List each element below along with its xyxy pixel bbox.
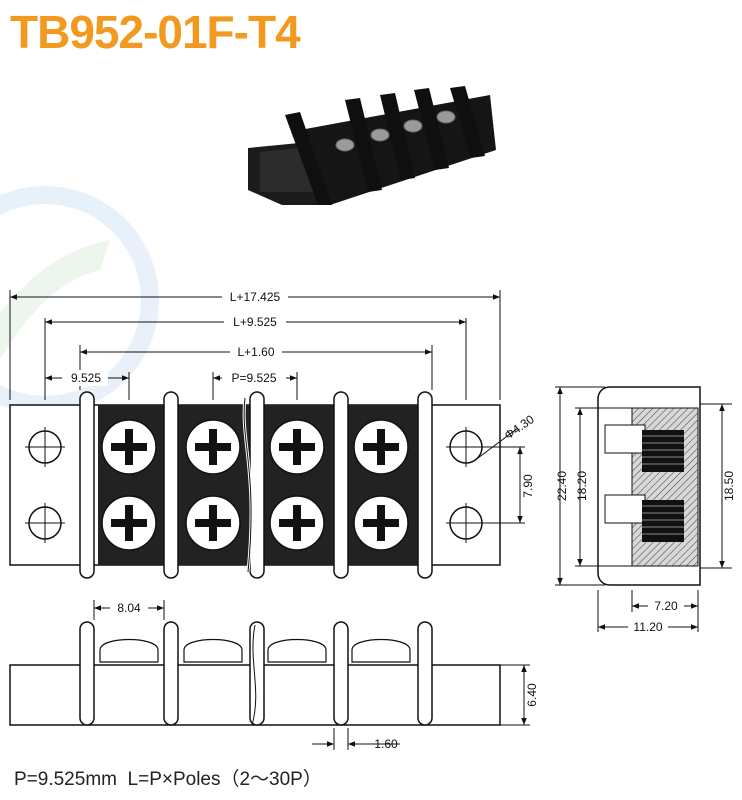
dim-height-7-90: 7.90 (521, 474, 535, 498)
dim-height-6-40: 6.40 (525, 683, 539, 707)
dim-width-8-04: 8.04 (117, 601, 141, 615)
dim-pitch: P=9.525 (231, 371, 276, 385)
dim-gap-1-60: 1.60 (374, 737, 398, 751)
pitch-formula-note: P=9.525mm L=P×Poles（2～30P） (14, 769, 322, 790)
dim-height-18-50: 18.50 (722, 471, 736, 501)
cross-section-view (597, 386, 701, 586)
dim-l-plus-9-525: L+9.525 (233, 315, 277, 329)
product-title: TB952-01F-T4 (10, 6, 301, 58)
dim-width-11-20: 11.20 (633, 620, 662, 634)
dim-hole-diameter: Φ4.30 (502, 412, 537, 443)
dim-pitch-left: 9.525 (71, 371, 101, 385)
dimension-annotations: L+17.425 L+9.525 L+1.60 9.525 P=9.525 Φ4… (9, 289, 736, 751)
product-photo (248, 86, 496, 205)
top-view (9, 391, 501, 579)
dim-width-7-20: 7.20 (654, 599, 678, 613)
dim-l-plus-17-425: L+17.425 (230, 290, 281, 304)
dim-l-plus-1-60: L+1.60 (237, 345, 274, 359)
front-view (9, 621, 501, 726)
dim-height-18-20: 18.20 (575, 471, 589, 501)
dim-height-22-40: 22.40 (555, 471, 569, 501)
